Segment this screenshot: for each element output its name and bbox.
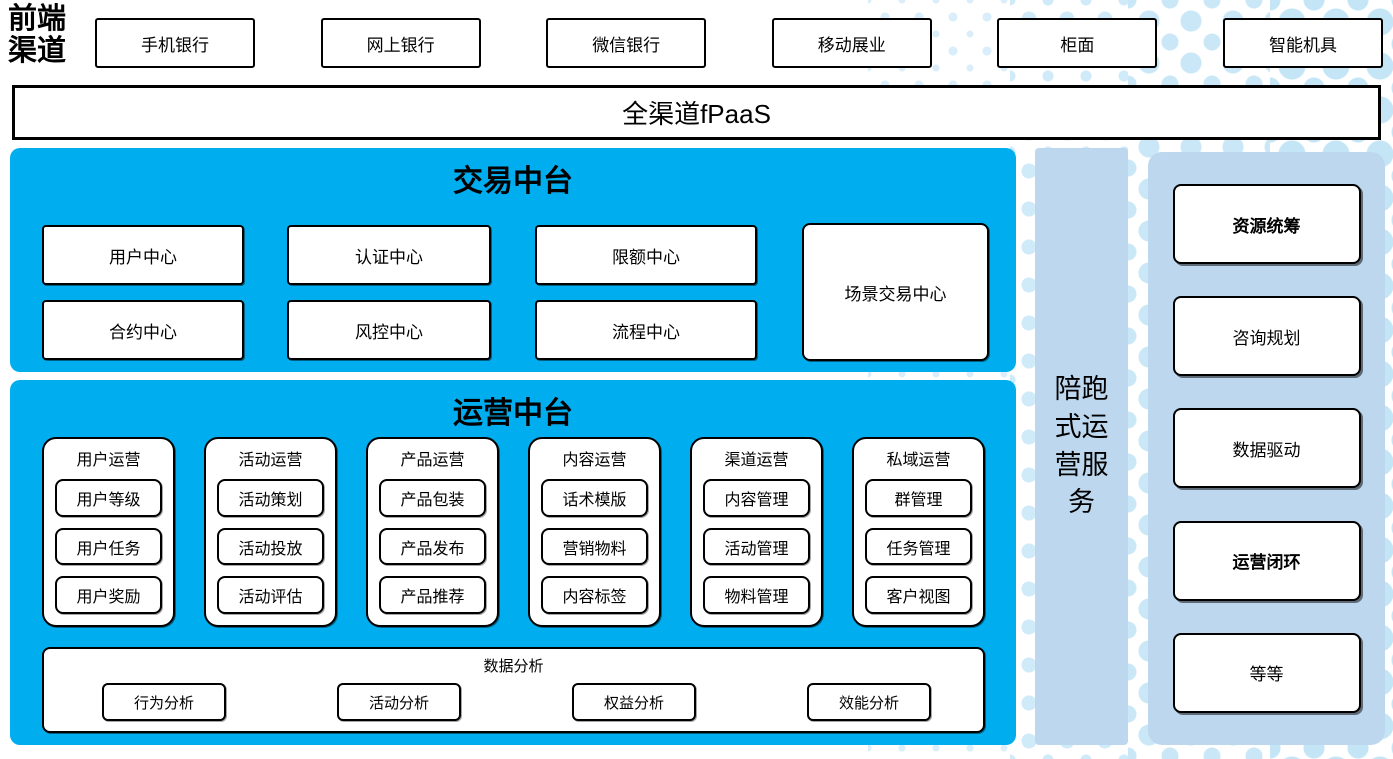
analysis-box-row: 行为分析 活动分析 权益分析 效能分析 bbox=[44, 676, 983, 721]
channel-box: 智能机具 bbox=[1222, 18, 1383, 68]
channel-box: 微信银行 bbox=[546, 18, 707, 68]
channel-box: 移动展业 bbox=[771, 18, 932, 68]
operation-item-box: 内容标签 bbox=[541, 576, 648, 615]
operation-item-box: 用户任务 bbox=[55, 527, 162, 566]
service-box: 资源统筹 bbox=[1172, 184, 1361, 265]
operation-item-box: 用户等级 bbox=[55, 479, 162, 517]
transaction-section-title: 交易中台 bbox=[453, 165, 573, 198]
service-box: 咨询规划 bbox=[1172, 296, 1361, 377]
channel-box: 手机银行 bbox=[95, 18, 255, 68]
center-box: 用户中心 bbox=[42, 225, 244, 285]
operations-column: 私域运营群管理任务管理客户视图 bbox=[852, 437, 985, 627]
operations-column: 用户运营用户等级用户任务用户奖励 bbox=[42, 437, 175, 627]
operation-item-box: 产品包装 bbox=[379, 479, 486, 517]
data-analysis-title: 数据分析 bbox=[483, 658, 544, 675]
operations-column: 活动运营活动策划活动投放活动评估 bbox=[204, 437, 337, 627]
operations-column-title: 产品运营 bbox=[400, 452, 465, 469]
service-box: 运营闭环 bbox=[1172, 520, 1361, 601]
operation-item-box: 活动评估 bbox=[217, 576, 324, 615]
operations-column-title: 用户运营 bbox=[76, 452, 141, 469]
operations-column: 产品运营产品包装产品发布产品推荐 bbox=[366, 437, 499, 627]
center-box: 合约中心 bbox=[42, 300, 244, 360]
operation-item-box: 营销物料 bbox=[541, 527, 648, 566]
analysis-box: 效能分析 bbox=[807, 683, 931, 721]
operations-column-title: 内容运营 bbox=[562, 452, 627, 469]
center-box: 风控中心 bbox=[287, 300, 491, 360]
operations-column: 内容运营话术模版营销物料内容标签 bbox=[528, 437, 661, 627]
analysis-box: 活动分析 bbox=[337, 683, 461, 721]
operation-item-box: 内容管理 bbox=[703, 479, 810, 517]
operation-item-box: 话术模版 bbox=[541, 479, 648, 517]
operation-item-box: 产品推荐 bbox=[379, 576, 486, 615]
service-box: 数据驱动 bbox=[1172, 408, 1361, 489]
data-analysis-strip: 数据分析 行为分析 活动分析 权益分析 效能分析 bbox=[42, 647, 985, 733]
center-box: 流程中心 bbox=[535, 300, 757, 360]
operations-section-title: 运营中台 bbox=[453, 397, 573, 430]
service-panel: 资源统筹咨询规划数据驱动运营闭环等等 bbox=[1148, 152, 1385, 745]
operation-item-box: 产品发布 bbox=[379, 527, 486, 566]
scenario-transaction-center-box: 场景交易中心 bbox=[802, 223, 989, 361]
channel-box: 柜面 bbox=[997, 18, 1158, 68]
operations-platform-section: 运营中台 用户运营用户等级用户任务用户奖励活动运营活动策划活动投放活动评估产品运… bbox=[10, 380, 1016, 745]
front-channels-label: 前端渠道 bbox=[8, 3, 67, 67]
operation-item-box: 用户奖励 bbox=[55, 576, 162, 615]
accompany-service-bar: 陪跑式运营服务 bbox=[1035, 148, 1128, 745]
operations-column-title: 活动运营 bbox=[238, 452, 303, 469]
transaction-platform-section: 交易中台 用户中心 认证中心 限额中心 合约中心 风控中心 流程中心 场景交易中… bbox=[10, 148, 1016, 372]
operations-column: 渠道运营内容管理活动管理物料管理 bbox=[690, 437, 823, 627]
operation-item-box: 活动投放 bbox=[217, 527, 324, 566]
analysis-box: 权益分析 bbox=[572, 683, 696, 721]
operation-item-box: 活动管理 bbox=[703, 527, 810, 566]
channel-box: 网上银行 bbox=[320, 18, 481, 68]
operation-item-box: 活动策划 bbox=[217, 479, 324, 517]
service-box: 等等 bbox=[1172, 632, 1361, 713]
operations-columns-row: 用户运营用户等级用户任务用户奖励活动运营活动策划活动投放活动评估产品运营产品包装… bbox=[42, 437, 985, 627]
operations-column-title: 私域运营 bbox=[886, 452, 951, 469]
operation-item-box: 客户视图 bbox=[865, 576, 972, 615]
channel-box-row: 手机银行 网上银行 微信银行 移动展业 柜面 智能机具 bbox=[95, 18, 1383, 68]
accompany-service-label: 陪跑式运营服务 bbox=[1054, 373, 1109, 518]
center-box: 认证中心 bbox=[287, 225, 491, 285]
operation-item-box: 任务管理 bbox=[865, 527, 972, 566]
fpaas-bar: 全渠道fPaaS bbox=[12, 85, 1381, 140]
operations-column-title: 渠道运营 bbox=[724, 452, 789, 469]
analysis-box: 行为分析 bbox=[102, 683, 226, 721]
center-box: 限额中心 bbox=[535, 225, 757, 285]
operation-item-box: 物料管理 bbox=[703, 576, 810, 615]
operation-item-box: 群管理 bbox=[865, 479, 972, 517]
